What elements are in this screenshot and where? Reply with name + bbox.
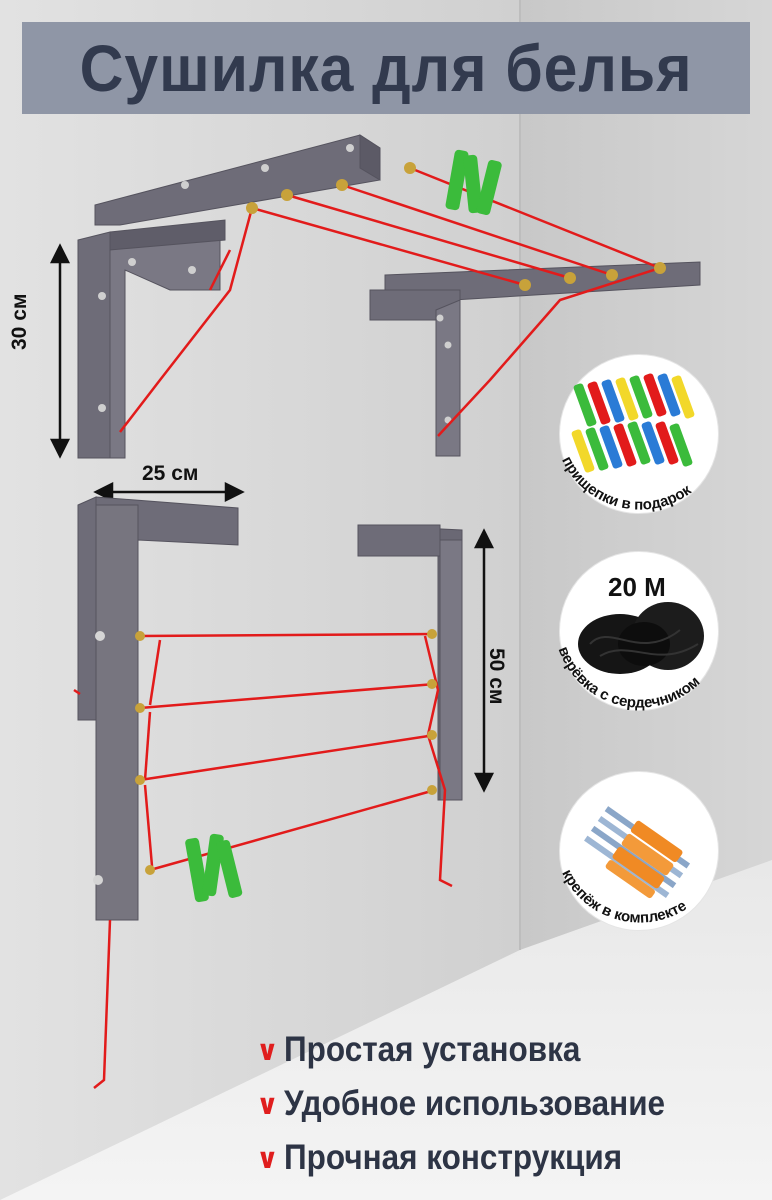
badge-fasteners (560, 772, 718, 930)
clothespins-icon (571, 373, 695, 473)
rope-coil-icon: 20 М (578, 572, 704, 674)
left-bracket-open (77, 134, 381, 459)
rope-length-label: 20 М (608, 572, 666, 602)
fasteners-caption: крепёж в комплекте (558, 867, 689, 927)
clips-bottom (185, 833, 243, 903)
feature-text: Удобное использование (284, 1084, 666, 1123)
feature-item: ∨ Простая установка (256, 1030, 613, 1070)
dimension-arrows (49, 243, 495, 793)
check-icon: ∨ (256, 1034, 279, 1066)
check-icon: ∨ (256, 1088, 279, 1120)
feature-item: ∨ Прочная конструкция (256, 1138, 660, 1178)
check-icon: ∨ (256, 1142, 279, 1174)
clothespins-caption: прищепки в подарок (558, 454, 695, 514)
svg-text:верёвка с сердечником: верёвка с сердечником (555, 644, 704, 711)
page-title: Сушилка для белья (79, 31, 693, 105)
feature-item: ∨ Удобное использование (256, 1084, 707, 1124)
svg-text:крепёж в комплекте: крепёж в комплекте (558, 867, 689, 927)
feature-text: Прочная конструкция (284, 1138, 623, 1177)
badge-rope: 20 М (560, 552, 718, 710)
screws-icon (584, 806, 691, 899)
feature-text: Простая установка (284, 1030, 581, 1069)
svg-text:прищепки в подарок: прищепки в подарок (558, 454, 695, 514)
title-banner: Сушилка для белья (22, 22, 750, 114)
ropes-folded (73, 632, 453, 1089)
badge-clothespins (560, 355, 718, 513)
right-bracket-open (369, 261, 701, 457)
ropes-open (119, 166, 661, 437)
dryer-folded-illustration (77, 496, 463, 921)
clips-top (445, 149, 502, 216)
rope-caption: верёвка с сердечником (555, 644, 704, 711)
dimension-width: 25 см (142, 462, 199, 485)
